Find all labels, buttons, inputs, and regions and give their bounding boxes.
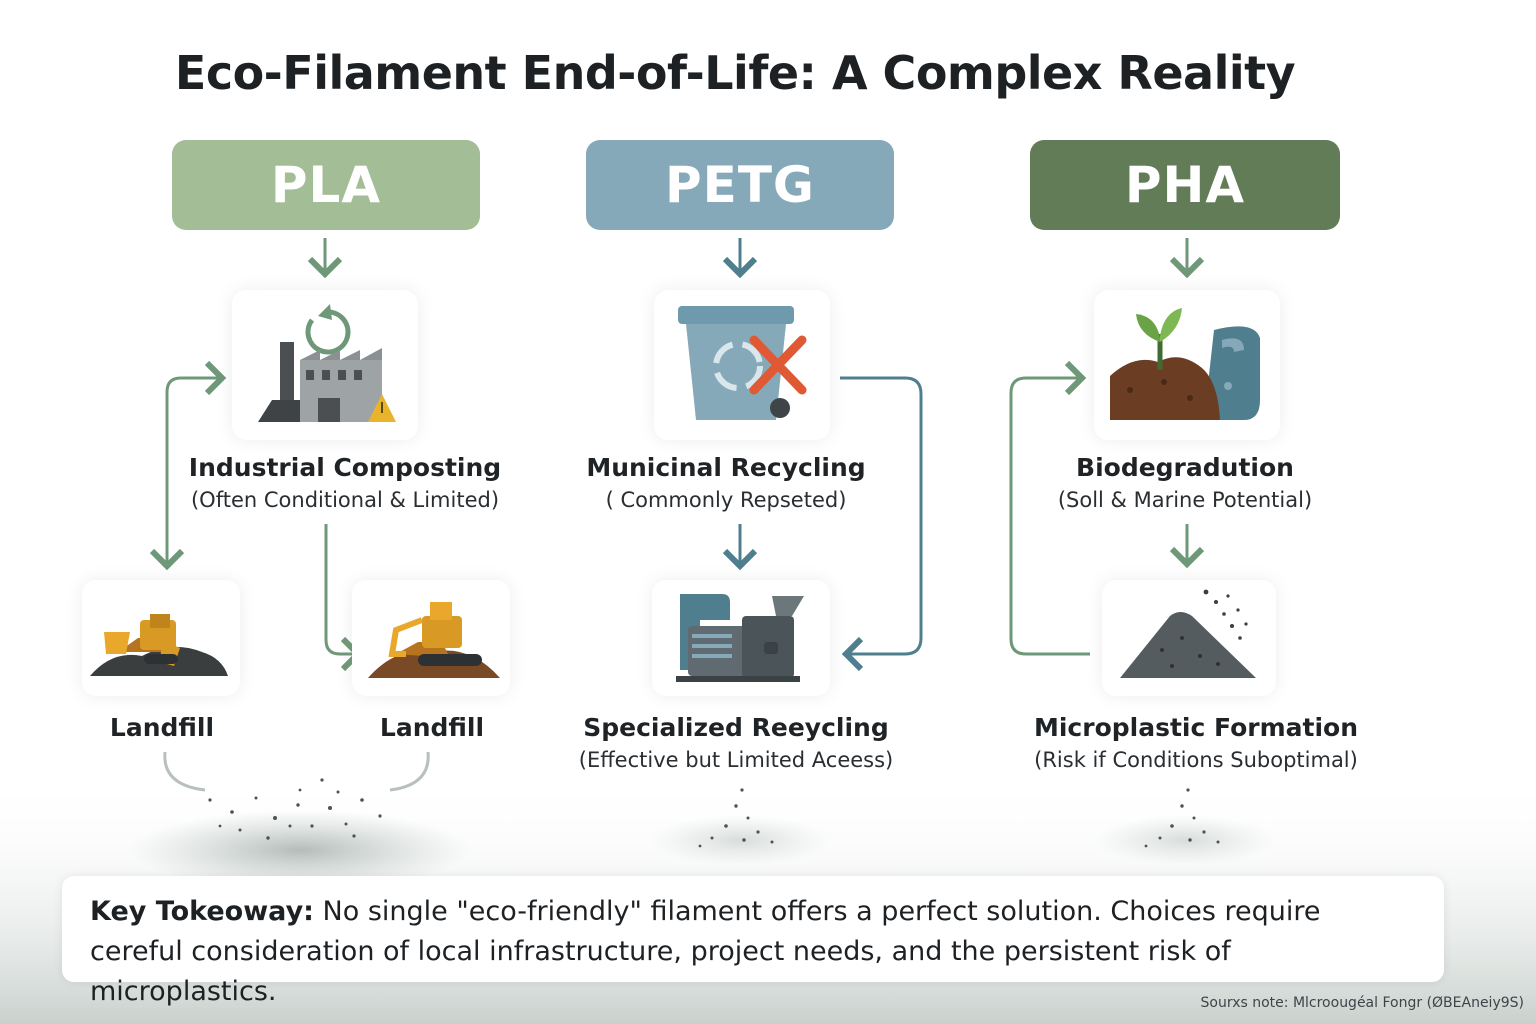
sprout-soil-wave-icon	[1110, 308, 1260, 420]
bulldozer-icon	[368, 602, 500, 678]
biodegradation-title: Biodegradution	[1076, 453, 1294, 482]
landfill-left-card	[82, 580, 240, 696]
biodegradation-note: (Soll & Marine Potential)	[1057, 488, 1313, 512]
key-takeaway-box: Key Tokeoway: No single "eco-friendly" f…	[62, 876, 1444, 1007]
biodegradation-card	[1094, 290, 1280, 440]
material-pla: PLA	[172, 140, 480, 230]
microplastic-card	[1102, 580, 1276, 696]
takeaway-text: No single "eco-friendly" filament offers…	[90, 896, 1321, 1007]
microplastic-note: (Risk if Conditions Suboptimal)	[1034, 748, 1358, 772]
composting-note: (Often Conditional & Limited)	[190, 488, 500, 512]
factory-recycle-icon	[258, 304, 396, 422]
recycling-card	[654, 290, 830, 440]
recycling-machine-icon	[676, 594, 804, 682]
landfill-right-label: Landfill	[362, 712, 502, 744]
landfill-left-title: Landfill	[109, 713, 215, 742]
arrow-bin-to-specialized	[840, 376, 923, 672]
curl-left	[163, 751, 206, 792]
recycling-label: Municinal Recycling ( Commonly Repseted)	[560, 452, 892, 516]
specialized-recycling-title: Specialized Reeycling	[583, 713, 889, 742]
recycling-title: Municinal Recycling	[586, 453, 866, 482]
recycling-note: ( Commonly Repseted)	[605, 488, 847, 512]
composting-card	[232, 290, 418, 440]
arrow-microplastic-to-biodeg-loop	[1009, 360, 1090, 656]
diagram-title: Eco-Filament End-of-Life: A Complex Real…	[174, 46, 1296, 100]
biodegradation-label: Biodegradution (Soll & Marine Potential)	[1030, 452, 1340, 516]
material-pha: PHA	[1030, 140, 1340, 230]
bulldozer-icon	[90, 614, 228, 676]
composting-label: Industrial Composting (Often Conditional…	[170, 452, 520, 516]
arrow-landfill-composting-loop	[165, 360, 227, 566]
specialized-recycling-card	[652, 580, 830, 696]
landfill-left-label: Landfill	[92, 712, 232, 744]
composting-title: Industrial Composting	[188, 453, 502, 482]
specialized-recycling-label: Specialized Reeycling (Effective but Lim…	[560, 712, 912, 776]
material-petg: PETG	[586, 140, 894, 230]
landfill-right-card	[352, 580, 510, 696]
specialized-recycling-note: (Effective but Limited Aceess)	[578, 748, 894, 772]
source-note: Sourxs note: Mlcroougéal Fongr (ØBEAneiy…	[1200, 995, 1525, 1011]
curl-right	[389, 751, 430, 792]
microplastic-label: Microplastic Formation (Risk if Conditio…	[1020, 712, 1372, 776]
microplastic-title: Microplastic Formation	[1033, 713, 1358, 742]
landfill-right-title: Landfill	[379, 713, 485, 742]
takeaway-heading: Key Tokeoway:	[90, 896, 314, 927]
particle-pile-icon	[1120, 589, 1256, 678]
particles	[208, 778, 1220, 848]
recycle-bin-crossed-icon	[678, 306, 807, 420]
arrow-composting-to-landfill-right	[324, 524, 363, 672]
